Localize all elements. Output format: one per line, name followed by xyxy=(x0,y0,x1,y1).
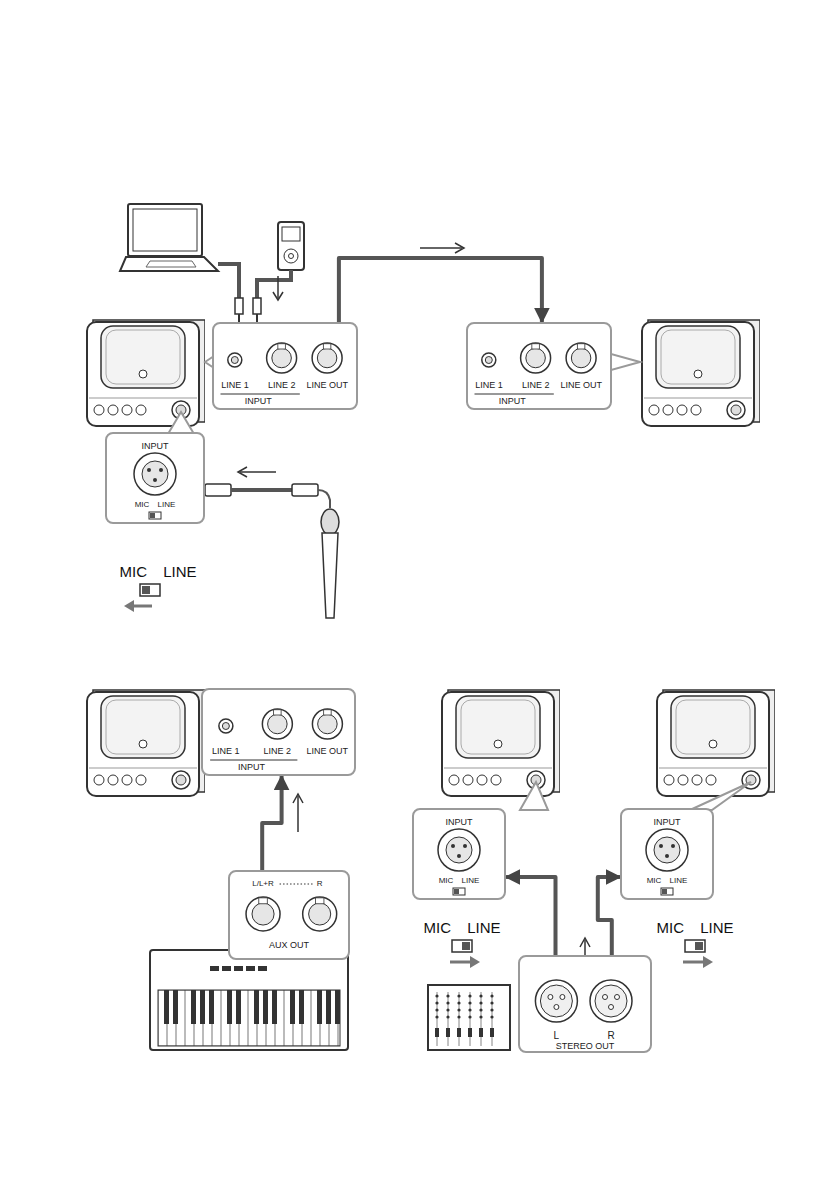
jack-label: R xyxy=(607,1030,614,1041)
jack-label: INPUT xyxy=(654,818,681,828)
jack-label: LINE 2 xyxy=(268,381,296,391)
switch-label: MIC LINE xyxy=(119,564,196,581)
connector-panel: INPUT MIC LINE xyxy=(412,808,506,900)
jack-drawing xyxy=(520,957,654,1055)
jack-label: LINE OUT xyxy=(306,381,348,391)
jack-drawing xyxy=(214,324,348,412)
jack-label: MIC LINE xyxy=(439,877,480,886)
jack-drawing xyxy=(468,324,602,412)
connector-panel: L/L+R R AUX OUT xyxy=(228,870,350,960)
jack-label: INPUT xyxy=(499,397,526,407)
jack-label: AUX OUT xyxy=(269,941,309,951)
jack-label: L xyxy=(554,1030,560,1041)
jack-label: LINE 1 xyxy=(221,381,249,391)
connector-panel: INPUT MIC LINE xyxy=(105,432,205,524)
jack-label: LINE OUT xyxy=(560,381,602,391)
audio-cable xyxy=(339,258,542,322)
jack-label: MIC LINE xyxy=(647,877,688,886)
jack-label: L/L+R xyxy=(252,880,274,889)
jack-label: INPUT xyxy=(245,397,272,407)
jack-label: INPUT xyxy=(142,442,169,452)
connector-panel: INPUT MIC LINE xyxy=(620,808,714,900)
connector-panel: LINE 1 LINE 2 LINE OUT INPUT xyxy=(466,322,612,410)
audio-cable xyxy=(262,776,281,870)
jack-label: LINE 1 xyxy=(475,381,503,391)
jack-label: LINE 2 xyxy=(263,747,291,757)
jack-label: INPUT xyxy=(238,763,265,773)
connector-panel: LINE 1 LINE 2 LINE OUT INPUT xyxy=(201,688,356,776)
jack-drawing xyxy=(203,690,350,778)
jack-label: STEREO OUT xyxy=(556,1042,615,1052)
jack-label: MIC LINE xyxy=(135,501,176,510)
jack-label: R xyxy=(317,880,323,889)
switch-label: MIC LINE xyxy=(656,920,733,937)
jack-label: LINE 2 xyxy=(522,381,550,391)
audio-cable xyxy=(506,877,556,955)
jack-label: INPUT xyxy=(446,818,473,828)
connector-panel: LINE 1 LINE 2 LINE OUT INPUT xyxy=(212,322,358,410)
switch-label: MIC LINE xyxy=(423,920,500,937)
jack-label: LINE 1 xyxy=(212,747,240,757)
jack-label: LINE OUT xyxy=(306,747,348,757)
audio-cable xyxy=(598,877,620,955)
connector-panel: L RSTEREO OUT xyxy=(518,955,652,1053)
